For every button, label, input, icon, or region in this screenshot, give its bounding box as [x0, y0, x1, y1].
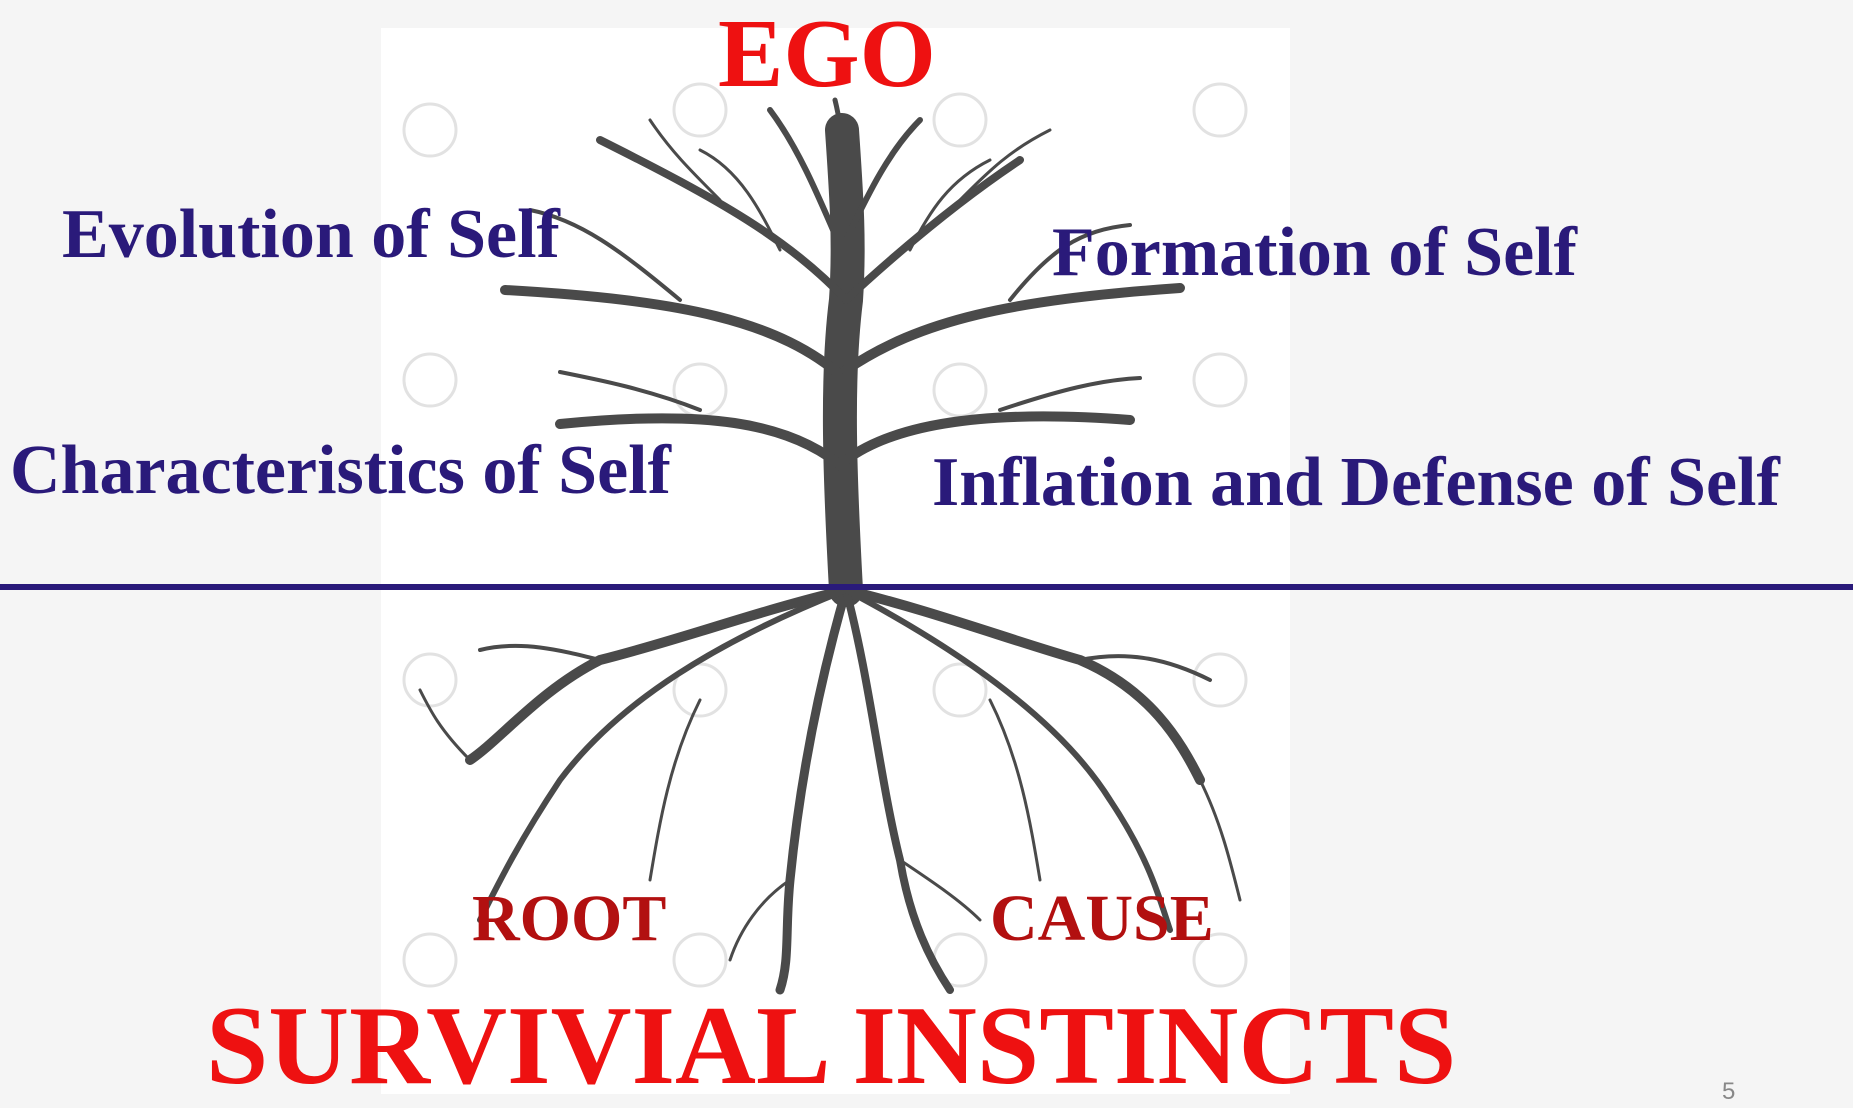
ego-label: EGO — [718, 0, 936, 108]
divider-line — [0, 584, 1853, 590]
cause-label: CAUSE — [990, 882, 1214, 955]
tree-trunk-and-branches — [500, 97, 1185, 607]
evolution-of-self-label: Evolution of Self — [62, 196, 560, 273]
page-number: 5 — [1722, 1078, 1736, 1105]
formation-of-self-label: Formation of Self — [1052, 214, 1577, 291]
characteristics-of-self-label: Characteristics of Self — [10, 432, 671, 509]
inflation-and-defense-label: Inflation and Defense of Self — [932, 444, 1780, 521]
tree-roots — [418, 585, 1242, 995]
root-label: ROOT — [472, 882, 667, 955]
survival-instincts-label: SURVIVIAL INSTINCTS — [206, 984, 1457, 1108]
